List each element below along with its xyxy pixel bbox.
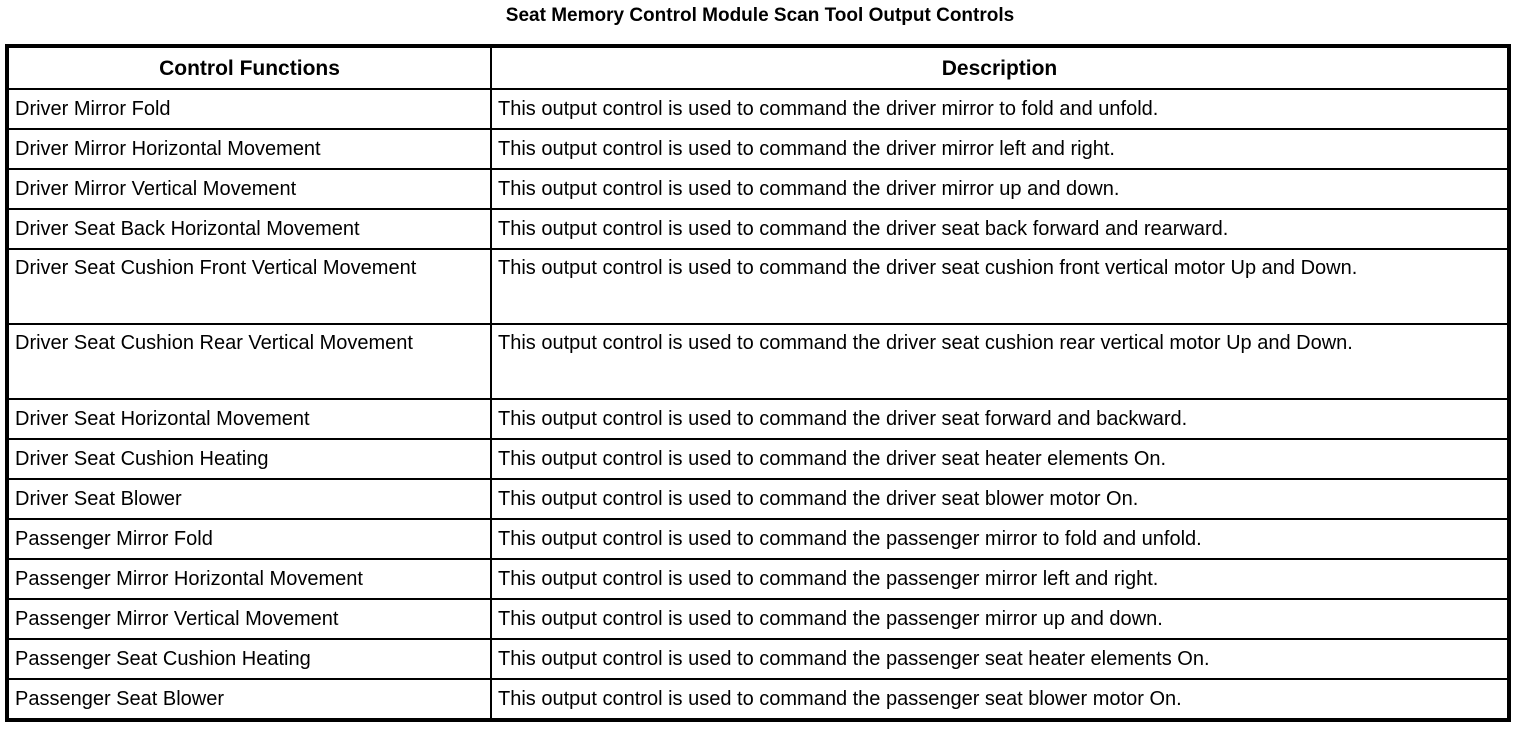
control-function-label: Passenger Mirror Fold — [15, 527, 213, 550]
control-function-label: Driver Mirror Horizontal Movement — [15, 137, 321, 160]
description-text: This output control is used to command t… — [498, 527, 1202, 550]
cell-description: This output control is used to command t… — [490, 638, 1510, 680]
cell-control-function: Driver Mirror Vertical Movement — [6, 168, 492, 210]
control-function-label: Driver Mirror Vertical Movement — [15, 177, 297, 200]
description-text: This output control is used to command t… — [498, 567, 1159, 590]
description-text: This output control is used to command t… — [498, 137, 1115, 160]
control-function-label: Driver Seat Cushion Heating — [15, 447, 269, 470]
cell-description: This output control is used to command t… — [490, 168, 1510, 210]
control-function-label: Passenger Seat Cushion Heating — [15, 647, 311, 670]
table-row: Driver Seat Horizontal Movement This outp… — [6, 398, 1510, 440]
cell-description: This output control is used to command t… — [490, 323, 1510, 400]
control-function-label: Passenger Seat Blower — [15, 687, 225, 710]
description-text: This output control is used to command t… — [498, 177, 1120, 200]
cell-control-function: Driver Seat Cushion Heating — [6, 438, 492, 480]
cell-description: This output control is used to command t… — [490, 248, 1510, 325]
cell-control-function: Passenger Mirror Horizontal Movement — [6, 558, 492, 600]
control-function-label: Driver Seat Back Horizontal Movement — [15, 217, 360, 240]
cell-description: This output control is used to command t… — [490, 598, 1510, 640]
table-row: Driver Seat Blower This output control is… — [6, 478, 1510, 520]
cell-description: This output control is used to command t… — [490, 438, 1510, 480]
control-function-label: Driver Seat Blower — [15, 487, 182, 510]
table-row: Driver Mirror Horizontal Movement This ou… — [6, 128, 1510, 170]
scan-tool-output-controls-table: Control Functions Description Driver Mir… — [5, 44, 1511, 722]
control-function-label: Driver Seat Cushion Rear Vertical Moveme… — [15, 332, 413, 354]
cell-description: This output control is used to command t… — [490, 678, 1510, 721]
table-row: Passenger Mirror Horizontal Movement This… — [6, 558, 1510, 600]
cell-control-function: Driver Mirror Fold — [6, 88, 492, 130]
description-text: This output control is used to command t… — [498, 487, 1139, 510]
cell-description: This output control is used to command t… — [490, 558, 1510, 600]
cell-description: This output control is used to command t… — [490, 518, 1510, 560]
cell-control-function: Driver Seat Back Horizontal Movement — [6, 208, 492, 250]
table-row: Driver Mirror Fold This output control is… — [6, 88, 1510, 130]
cell-control-function: Passenger Mirror Fold — [6, 518, 492, 560]
table-header: Control Functions Description — [6, 45, 1510, 90]
description-text: This output control is used to command t… — [498, 647, 1210, 670]
cell-description: This output control is used to command t… — [490, 88, 1510, 130]
table-row: Passenger Seat Cushion Heating This outpu… — [6, 638, 1510, 680]
table-row: Passenger Seat Blower This output control… — [6, 678, 1510, 721]
description-text: This output control is used to command t… — [498, 332, 1353, 354]
control-function-label: Driver Seat Cushion Front Vertical Movem… — [15, 257, 417, 279]
cell-description: This output control is used to command t… — [490, 208, 1510, 250]
table-row: Driver Seat Cushion Rear Vertical Moveme… — [6, 323, 1510, 400]
column-header-control-functions: Control Functions — [6, 45, 492, 90]
control-function-label: Driver Mirror Fold — [15, 97, 171, 120]
cell-control-function: Driver Mirror Horizontal Movement — [6, 128, 492, 170]
controls-table-container: Control Functions Description Driver Mir… — [5, 44, 1511, 722]
cell-control-function: Driver Seat Cushion Front Vertical Movem… — [6, 248, 492, 325]
cell-control-function: Driver Seat Horizontal Movement — [6, 398, 492, 440]
cell-control-function: Passenger Mirror Vertical Movement — [6, 598, 492, 640]
description-text: This output control is used to command t… — [498, 217, 1229, 240]
table-row: Passenger Mirror Fold This output control… — [6, 518, 1510, 560]
description-text: This output control is used to command t… — [498, 447, 1167, 470]
cell-description: This output control is used to command t… — [490, 398, 1510, 440]
table-row: Driver Seat Cushion Front Vertical Movem… — [6, 248, 1510, 325]
description-text: This output control is used to command t… — [498, 407, 1188, 430]
control-function-label: Passenger Mirror Horizontal Movement — [15, 567, 363, 590]
control-function-label: Passenger Mirror Vertical Movement — [15, 607, 339, 630]
description-text: This output control is used to command t… — [498, 97, 1159, 120]
cell-control-function: Driver Seat Blower — [6, 478, 492, 520]
table-row: Driver Seat Back Horizontal Movement This… — [6, 208, 1510, 250]
column-header-description: Description — [490, 45, 1510, 90]
description-text: This output control is used to command t… — [498, 257, 1358, 279]
table-row: Passenger Mirror Vertical Movement This o… — [6, 598, 1510, 640]
description-text: This output control is used to command t… — [498, 687, 1182, 710]
cell-control-function: Driver Seat Cushion Rear Vertical Moveme… — [6, 323, 492, 400]
table-header-row: Control Functions Description — [6, 45, 1510, 90]
cell-control-function: Passenger Seat Blower — [6, 678, 492, 721]
table-row: Driver Seat Cushion Heating This output c… — [6, 438, 1510, 480]
cell-description: This output control is used to command t… — [490, 128, 1510, 170]
control-function-label: Driver Seat Horizontal Movement — [15, 407, 310, 430]
table-row: Driver Mirror Vertical Movement This outp… — [6, 168, 1510, 210]
page-title: Seat Memory Control Module Scan Tool Out… — [505, 5, 1015, 26]
cell-control-function: Passenger Seat Cushion Heating — [6, 638, 492, 680]
description-text: This output control is used to command t… — [498, 607, 1163, 630]
cell-description: This output control is used to command t… — [490, 478, 1510, 520]
